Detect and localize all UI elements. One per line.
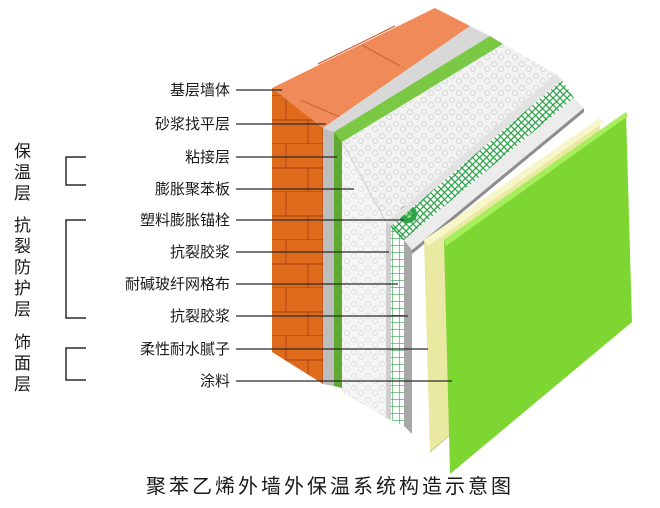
anti-crack-mortar-layer-2 bbox=[404, 98, 584, 434]
label-eps-board: 膨胀聚苯板 bbox=[154, 180, 230, 198]
adhesive-layer bbox=[334, 36, 503, 388]
anti-crack-mortar-layer-1 bbox=[386, 74, 562, 420]
label-paint: 涂料 bbox=[199, 372, 230, 390]
group-anti-crack-protection: 抗裂防护层 bbox=[14, 216, 31, 320]
paint-layer bbox=[444, 112, 632, 474]
group-insulation: 保温层 bbox=[14, 142, 31, 204]
mesh-layer bbox=[390, 80, 574, 426]
label-mortar-leveling: 砂浆找平层 bbox=[154, 115, 230, 133]
group-brackets bbox=[65, 156, 86, 381]
mortar-leveling-layer bbox=[323, 26, 490, 386]
leader-lines bbox=[236, 89, 452, 382]
label-anti-crack-mortar-1: 抗裂胶浆 bbox=[169, 243, 230, 261]
label-base-wall: 基层墙体 bbox=[169, 81, 230, 99]
group-finish: 饰面层 bbox=[14, 333, 31, 395]
diagram-caption: 聚苯乙烯外墙外保温系统构造示意图 bbox=[146, 474, 514, 498]
label-anti-crack-mortar-2: 抗裂胶浆 bbox=[169, 307, 230, 325]
label-mesh: 耐碱玻纤网格布 bbox=[124, 275, 230, 293]
label-plastic-anchor: 塑料膨胀锚栓 bbox=[139, 211, 230, 229]
label-adhesive: 粘接层 bbox=[184, 148, 230, 166]
label-putty: 柔性耐水腻子 bbox=[139, 340, 230, 358]
